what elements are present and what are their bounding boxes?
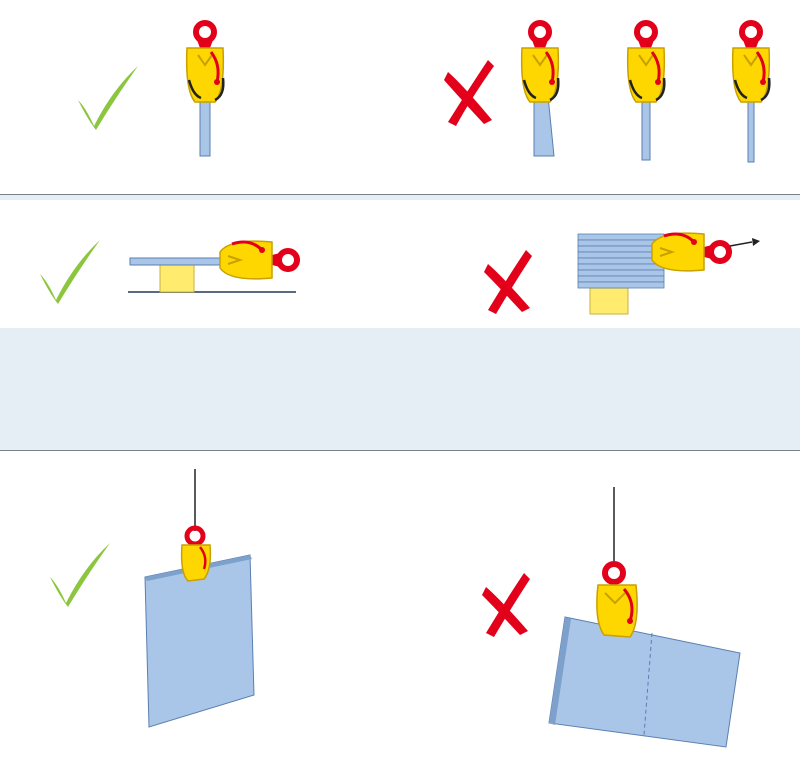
cross-icon xyxy=(444,60,494,126)
checkmark-icon xyxy=(40,240,100,304)
clamp-wrong-stack xyxy=(577,233,760,315)
plate-correct xyxy=(144,469,255,728)
checkmark-icon xyxy=(78,66,138,130)
checkmark-icon xyxy=(50,543,110,607)
cross-icon xyxy=(484,250,532,314)
clamp-correct xyxy=(187,23,224,157)
divider-top xyxy=(0,194,800,195)
plate-wrong xyxy=(548,487,741,748)
row-horizontal-clamp-usage xyxy=(0,200,800,328)
divider-bottom xyxy=(0,450,800,451)
clamp-wrong-tapered xyxy=(522,23,559,157)
row3-illustration xyxy=(50,469,741,748)
clamp-wrong-offset xyxy=(733,23,770,163)
clamp-wrong-thin xyxy=(628,23,665,161)
row2-illustration xyxy=(40,200,760,315)
clamp-correct-horizontal xyxy=(128,241,297,293)
row-plate-lifting xyxy=(0,451,800,777)
row1-illustration xyxy=(78,0,800,163)
row-vertical-clamp-usage xyxy=(0,0,800,194)
cross-icon xyxy=(482,573,530,637)
